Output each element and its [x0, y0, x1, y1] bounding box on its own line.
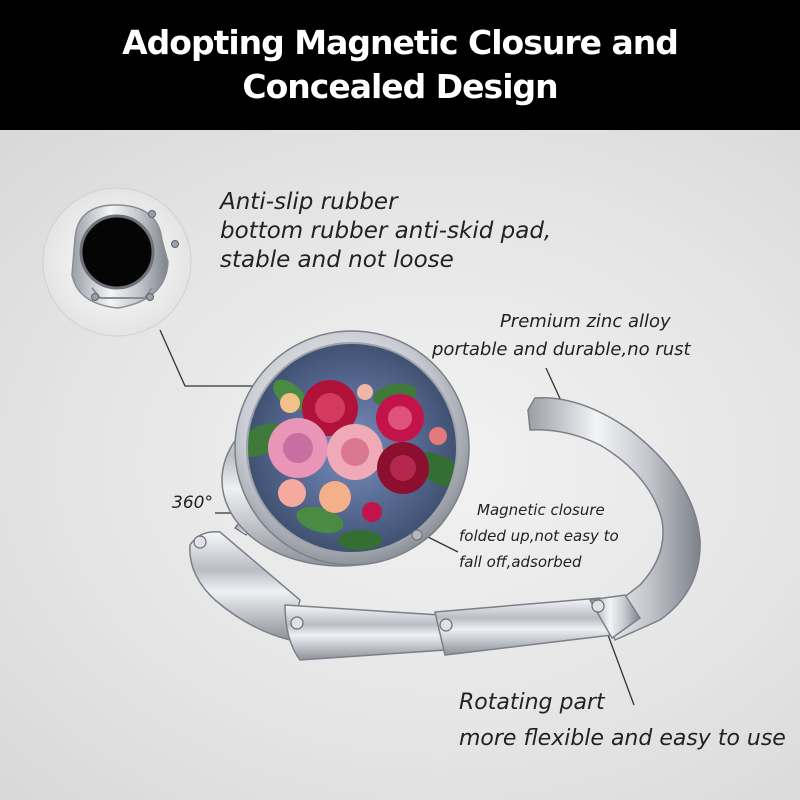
anti-slip-callout: Anti-slip rubber bottom rubber anti-skid… — [220, 188, 551, 275]
rotation-degree-label: 360° — [172, 493, 213, 513]
title-line-1: Adopting Magnetic Closure and — [122, 23, 679, 62]
title-line-2: Concealed Design — [242, 67, 558, 106]
anti-slip-line-1: Anti-slip rubber — [220, 189, 398, 215]
rose-medallion-icon — [221, 330, 470, 567]
rotating-part-callout: Rotating part more flexible and easy to … — [459, 685, 786, 757]
magnetic-line-3: fall off,adsorbed — [459, 553, 582, 571]
anti-slip-line-3: stable and not loose — [220, 247, 454, 273]
magnetic-closure-callout: Magnetic closure folded up,not easy to f… — [459, 497, 619, 575]
magnetic-line-2: folded up,not easy to — [459, 527, 619, 545]
inset-circle-icon — [42, 187, 192, 337]
zinc-line-2: portable and durable,no rust — [432, 339, 691, 360]
zinc-line-1: Premium zinc alloy — [499, 311, 671, 332]
anti-slip-line-2: bottom rubber anti-skid pad, — [220, 218, 552, 244]
title-banner: Adopting Magnetic Closure and Concealed … — [0, 0, 800, 130]
zinc-alloy-callout: Premium zinc alloy portable and durable,… — [432, 308, 691, 364]
hook-icon — [189, 397, 701, 661]
magnetic-line-1: Magnetic closure — [477, 501, 605, 519]
rotating-line-2: more flexible and easy to use — [459, 726, 786, 751]
rotating-line-1: Rotating part — [459, 690, 605, 715]
